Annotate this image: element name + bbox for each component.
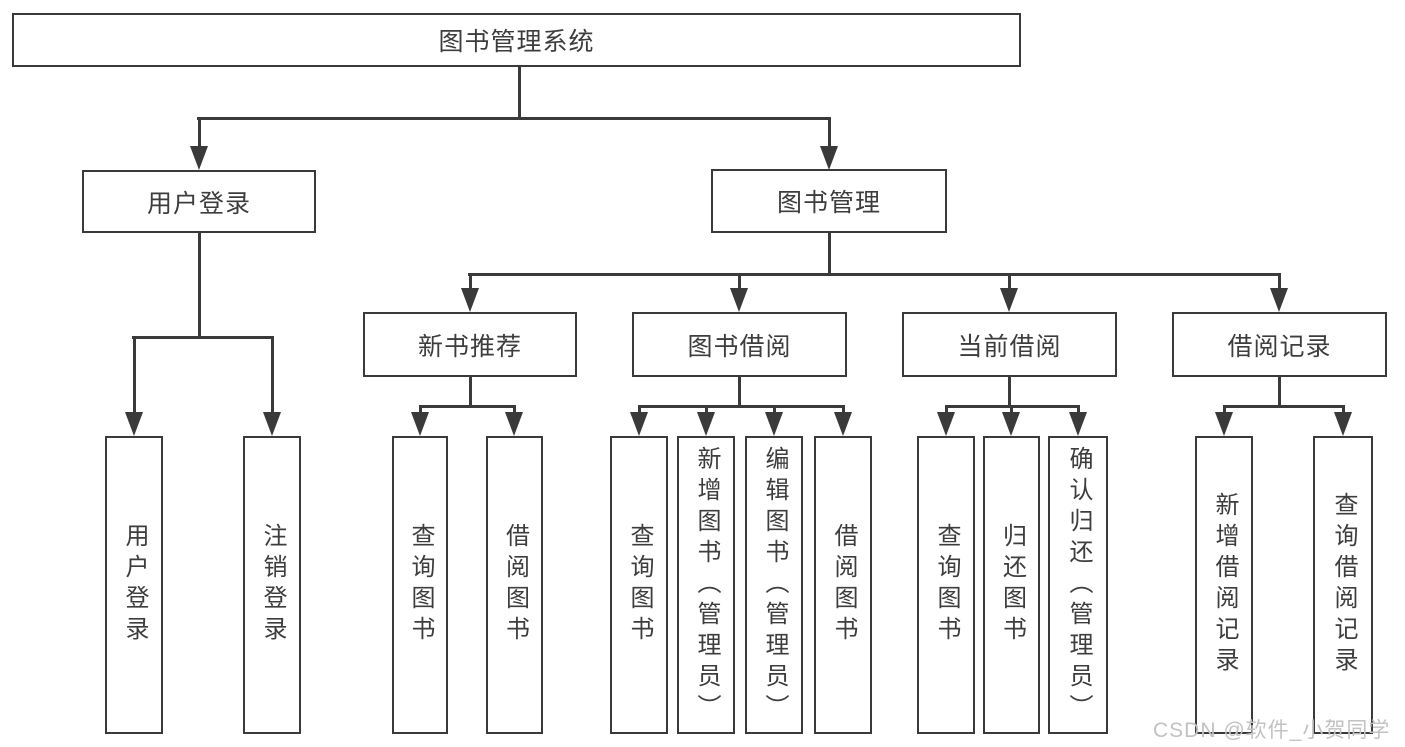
arrow-down-icon	[1069, 412, 1087, 436]
connector-drop-leaf	[419, 405, 422, 414]
arrow-down-icon	[730, 288, 748, 312]
node-user-login-label: 用户登录	[146, 189, 251, 218]
arrow-down-icon	[630, 412, 648, 436]
connector-drop-leaf	[945, 405, 948, 414]
connector-new-book-rail	[419, 405, 515, 408]
connector-drop-leaf	[1077, 405, 1080, 414]
leaf-logout-login-label: 注销登录	[259, 523, 286, 647]
leaf-confirm-return-admin-label: 确认归还（管理员）	[1065, 445, 1092, 725]
connector-drop-leaf	[513, 405, 516, 414]
arrow-down-icon	[1215, 412, 1233, 436]
connector-drop-leaf	[638, 405, 641, 414]
connector-drop-book-borrow	[738, 273, 741, 290]
connector-level1-rail	[197, 117, 831, 120]
node-user-login: 用户登录	[82, 170, 316, 233]
leaf-return-book: 归还图书	[983, 436, 1040, 734]
leaf-edit-book-admin: 编辑图书（管理员）	[745, 436, 803, 734]
connector-drop-user-login	[198, 117, 201, 148]
connector-drop-borrow-record	[1278, 273, 1281, 290]
csdn-watermark: CSDN @软件_小贺同学	[1153, 719, 1391, 742]
leaf-query-borrow-record-label: 查询借阅记录	[1330, 492, 1357, 678]
connector-drop-book-management	[828, 117, 831, 148]
node-root-label: 图书管理系统	[438, 28, 595, 56]
arrow-down-icon	[937, 412, 955, 436]
connector-book-borrow-stub	[738, 377, 741, 405]
arrow-down-icon	[125, 412, 143, 436]
connector-drop-leaf	[133, 336, 136, 414]
leaf-add-borrow-record-label: 新增借阅记录	[1211, 492, 1238, 678]
connector-drop-leaf	[705, 405, 708, 414]
leaf-query-book-label: 查询图书	[933, 523, 960, 647]
leaf-borrow-book-label: 借阅图书	[830, 523, 857, 647]
connector-drop-leaf	[1342, 405, 1345, 414]
connector-level2-rail	[468, 273, 1281, 276]
leaf-return-book-label: 归还图书	[998, 523, 1026, 647]
connector-borrow-record-rail	[1223, 405, 1344, 408]
leaf-query-book-label: 查询图书	[626, 523, 653, 647]
connector-new-book-stub	[469, 377, 472, 405]
connector-user-login-rail	[132, 336, 274, 339]
leaf-confirm-return-admin: 确认归还（管理员）	[1048, 436, 1108, 734]
connector-drop-leaf	[1010, 405, 1013, 414]
node-new-book-recommend: 新书推荐	[363, 312, 577, 377]
arrow-down-icon	[820, 146, 838, 170]
leaf-user-login: 用户登录	[105, 436, 163, 734]
connector-drop-new-book	[469, 273, 472, 290]
arrow-down-icon	[834, 412, 852, 436]
leaf-query-book-newbook: 查询图书	[392, 436, 448, 734]
leaf-query-book-borrow: 查询图书	[610, 436, 668, 734]
node-current-borrow-label: 当前借阅	[957, 332, 1062, 361]
node-book-borrow: 图书借阅	[632, 312, 847, 377]
node-book-management: 图书管理	[711, 169, 947, 233]
leaf-add-book-admin-label: 新增图书（管理员）	[693, 445, 720, 725]
connector-drop-leaf	[1223, 405, 1226, 414]
connector-drop-leaf	[842, 405, 845, 414]
leaf-edit-book-admin-label: 编辑图书（管理员）	[761, 445, 788, 725]
connector-current-borrow-stub	[1008, 377, 1011, 405]
connector-user-login-stub	[198, 233, 201, 336]
arrow-down-icon	[697, 412, 715, 436]
arrow-down-icon	[765, 412, 783, 436]
arrow-down-icon	[461, 288, 479, 312]
arrow-down-icon	[1002, 412, 1020, 436]
connector-drop-leaf	[773, 405, 776, 414]
arrow-down-icon	[190, 146, 208, 170]
leaf-borrow-book-label: 借阅图书	[501, 523, 529, 647]
node-new-book-recommend-label: 新书推荐	[417, 332, 522, 361]
connector-drop-leaf	[271, 336, 274, 414]
arrow-down-icon	[263, 412, 281, 436]
leaf-query-borrow-record: 查询借阅记录	[1313, 436, 1373, 734]
node-borrow-record-label: 借阅记录	[1227, 332, 1332, 361]
connector-root-stub	[518, 67, 521, 117]
node-book-management-label: 图书管理	[776, 189, 881, 217]
leaf-query-book-label: 查询图书	[407, 523, 434, 647]
connector-book-management-stub	[828, 233, 831, 273]
node-book-borrow-label: 图书借阅	[687, 332, 792, 361]
connector-book-borrow-rail	[638, 405, 844, 408]
connector-borrow-record-stub	[1278, 377, 1281, 405]
leaf-add-book-admin: 新增图书（管理员）	[677, 436, 735, 734]
node-root: 图书管理系统	[12, 13, 1021, 67]
node-current-borrow: 当前借阅	[902, 312, 1117, 377]
arrow-down-icon	[411, 412, 429, 436]
leaf-add-borrow-record: 新增借阅记录	[1195, 436, 1253, 734]
arrow-down-icon	[1000, 288, 1018, 312]
leaf-query-book-current: 查询图书	[917, 436, 975, 734]
leaf-borrow-book-newbook: 借阅图书	[486, 436, 543, 734]
leaf-borrow-book: 借阅图书	[814, 436, 872, 734]
arrow-down-icon	[1270, 288, 1288, 312]
arrow-down-icon	[505, 412, 523, 436]
leaf-user-login-label: 用户登录	[121, 523, 148, 647]
node-borrow-record: 借阅记录	[1172, 312, 1387, 377]
connector-drop-current-borrow	[1008, 273, 1011, 290]
arrow-down-icon	[1334, 412, 1352, 436]
leaf-logout-login: 注销登录	[243, 436, 301, 734]
